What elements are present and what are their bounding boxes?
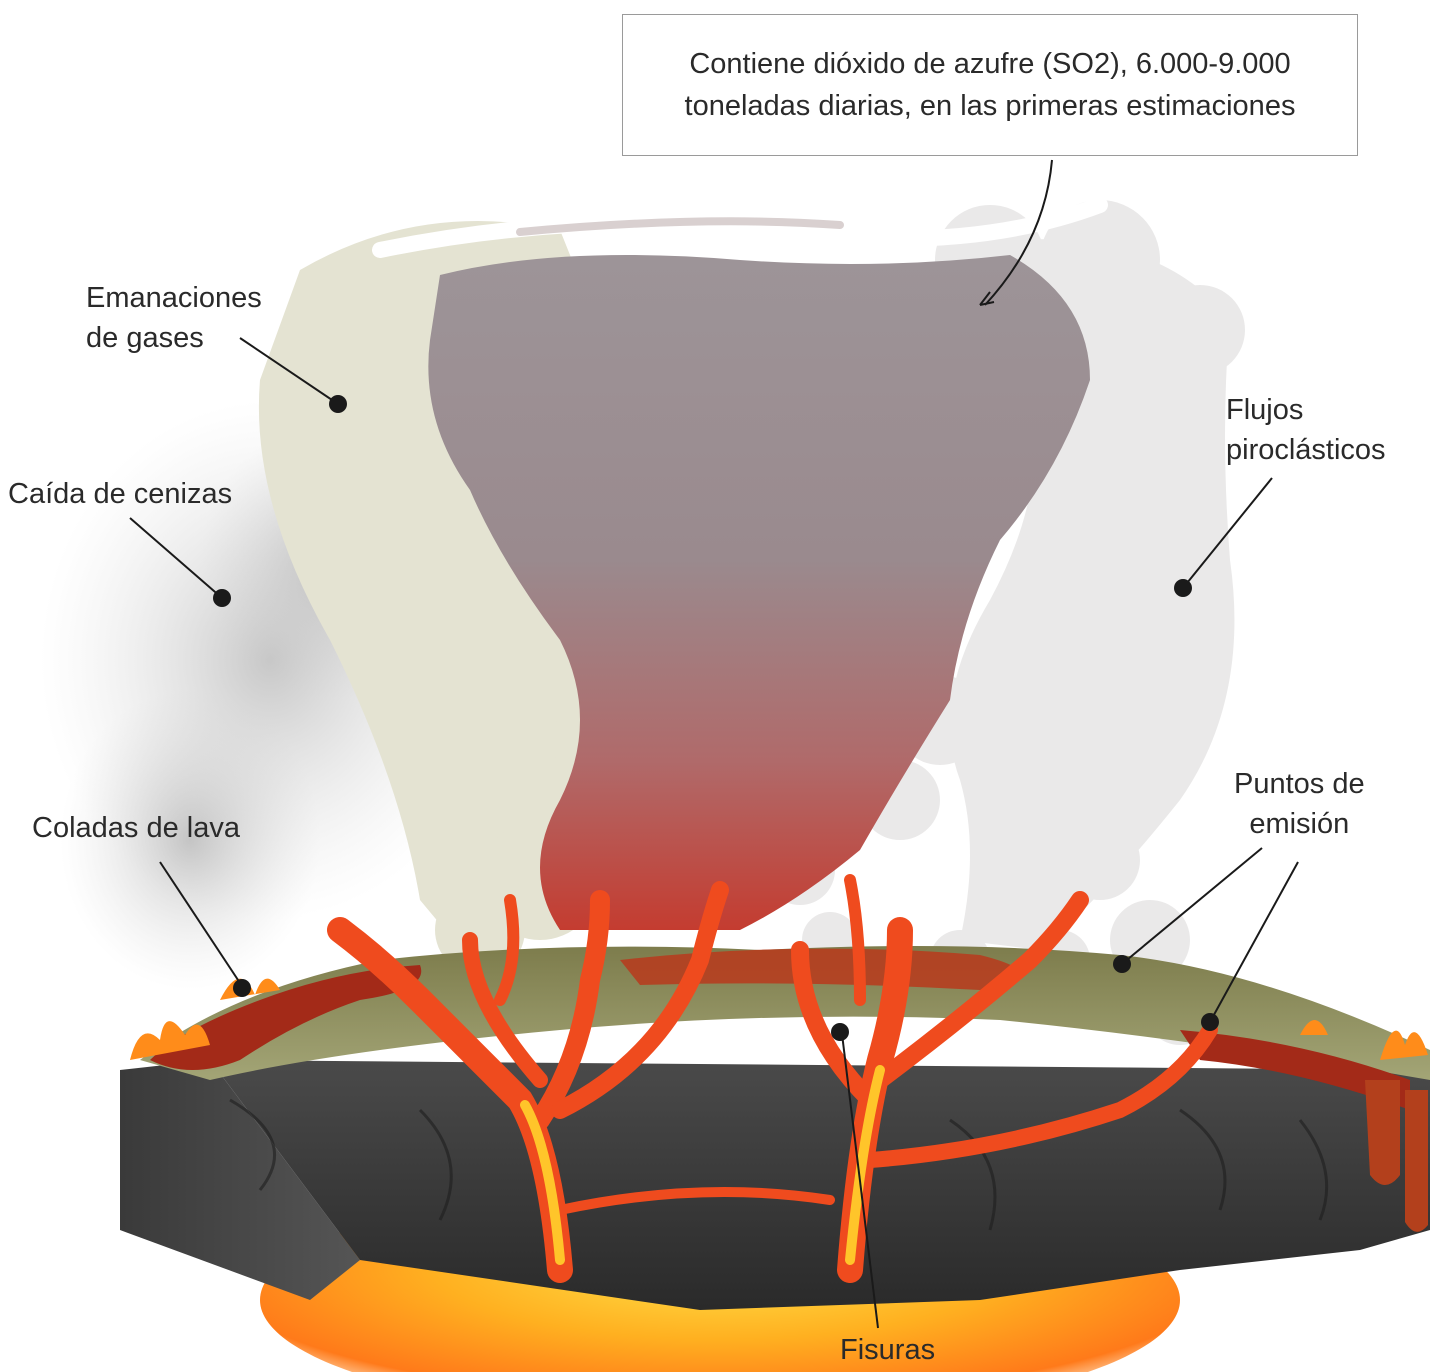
dot-caida: [213, 589, 231, 607]
dot-flujos: [1174, 579, 1192, 597]
label-flujos-line2: piroclásticos: [1226, 430, 1386, 470]
label-emanaciones: Emanaciones de gases: [86, 278, 262, 358]
label-caida-cenizas: Caída de cenizas: [8, 474, 232, 514]
label-fisuras: Fisuras: [840, 1330, 935, 1370]
label-flujos: Flujos piroclásticos: [1226, 390, 1386, 470]
label-emanaciones-line2: de gases: [86, 318, 262, 358]
so2-callout-box: Contiene dióxido de azufre (SO2), 6.000-…: [622, 14, 1358, 156]
so2-callout-line2: toneladas diarias, en las primeras estim…: [685, 85, 1296, 127]
label-puntos-line1: Puntos de: [1234, 764, 1365, 804]
dot-emanaciones: [329, 395, 347, 413]
dot-puntos-1: [1113, 955, 1131, 973]
dot-fisuras: [831, 1023, 849, 1041]
label-flujos-line1: Flujos: [1226, 390, 1386, 430]
label-coladas-text: Coladas de lava: [32, 808, 240, 848]
label-caida-text: Caída de cenizas: [8, 474, 232, 514]
label-coladas: Coladas de lava: [32, 808, 240, 848]
so2-callout-line1: Contiene dióxido de azufre (SO2), 6.000-…: [689, 43, 1290, 85]
label-emanaciones-line1: Emanaciones: [86, 278, 262, 318]
dot-coladas: [233, 979, 251, 997]
label-fisuras-text: Fisuras: [840, 1330, 935, 1370]
label-puntos-line2: emisión: [1234, 804, 1365, 844]
rock-block: [120, 1060, 1430, 1310]
dot-puntos-2: [1201, 1013, 1219, 1031]
label-puntos: Puntos de emisión: [1234, 764, 1365, 844]
